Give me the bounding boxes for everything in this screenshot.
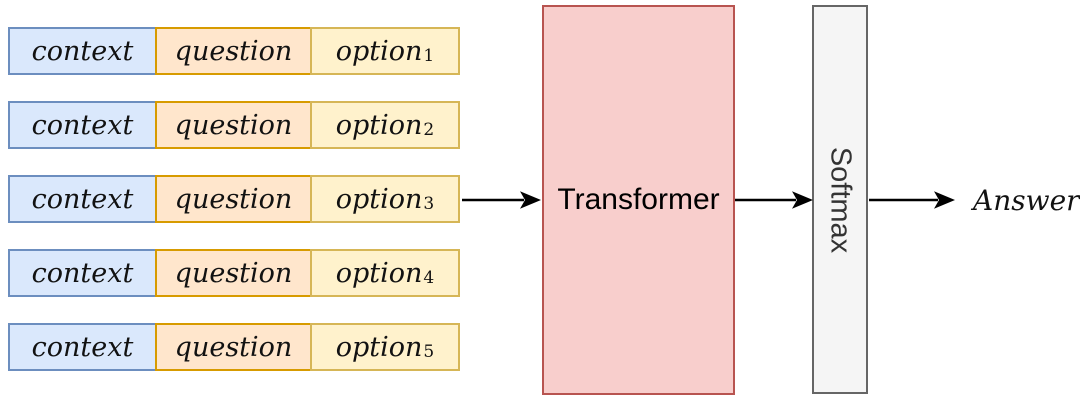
question-label: question [174,183,293,215]
softmax-box: Softmax [812,5,868,394]
option-subscript: 1 [423,46,435,66]
softmax-label: Softmax [824,146,857,253]
option-subscript: 5 [423,342,435,362]
question-label: question [174,331,293,363]
context-label: context [31,257,134,289]
arrow-softmax-to-answer-icon [869,191,955,209]
option-box-1: option 1 [310,27,460,75]
question-box: question [155,27,312,75]
context-box: context [8,175,157,223]
context-label: context [31,109,134,141]
question-box: question [155,175,312,223]
option-label: option [335,35,423,67]
option-box-5: option 5 [310,323,460,371]
answer-label: Answer [973,183,1080,217]
question-label: question [174,35,293,67]
input-sequence-row-4: context question option 4 [8,249,460,297]
input-sequence-row-3: context question option 3 [8,175,460,223]
context-box: context [8,101,157,149]
context-label: context [31,35,134,67]
context-label: context [31,331,134,363]
option-subscript: 4 [423,268,435,288]
context-box: context [8,249,157,297]
option-subscript: 2 [423,120,435,140]
context-box: context [8,27,157,75]
context-label: context [31,183,134,215]
context-box: context [8,323,157,371]
arrow-rows-to-transformer-icon [462,191,541,209]
transformer-label: Transformer [557,183,720,216]
option-subscript: 3 [423,194,435,214]
option-label: option [335,109,423,141]
transformer-box: Transformer [542,5,735,395]
input-sequence-row-2: context question option 2 [8,101,460,149]
option-box-2: option 2 [310,101,460,149]
question-box: question [155,249,312,297]
option-label: option [335,257,423,289]
input-sequence-row-5: context question option 5 [8,323,460,371]
question-box: question [155,101,312,149]
question-box: question [155,323,312,371]
question-label: question [174,257,293,289]
option-box-4: option 4 [310,249,460,297]
option-label: option [335,183,423,215]
question-label: question [174,109,293,141]
input-sequence-row-1: context question option 1 [8,27,460,75]
option-box-3: option 3 [310,175,460,223]
arrow-transformer-to-softmax-icon [735,191,813,209]
option-label: option [335,331,423,363]
